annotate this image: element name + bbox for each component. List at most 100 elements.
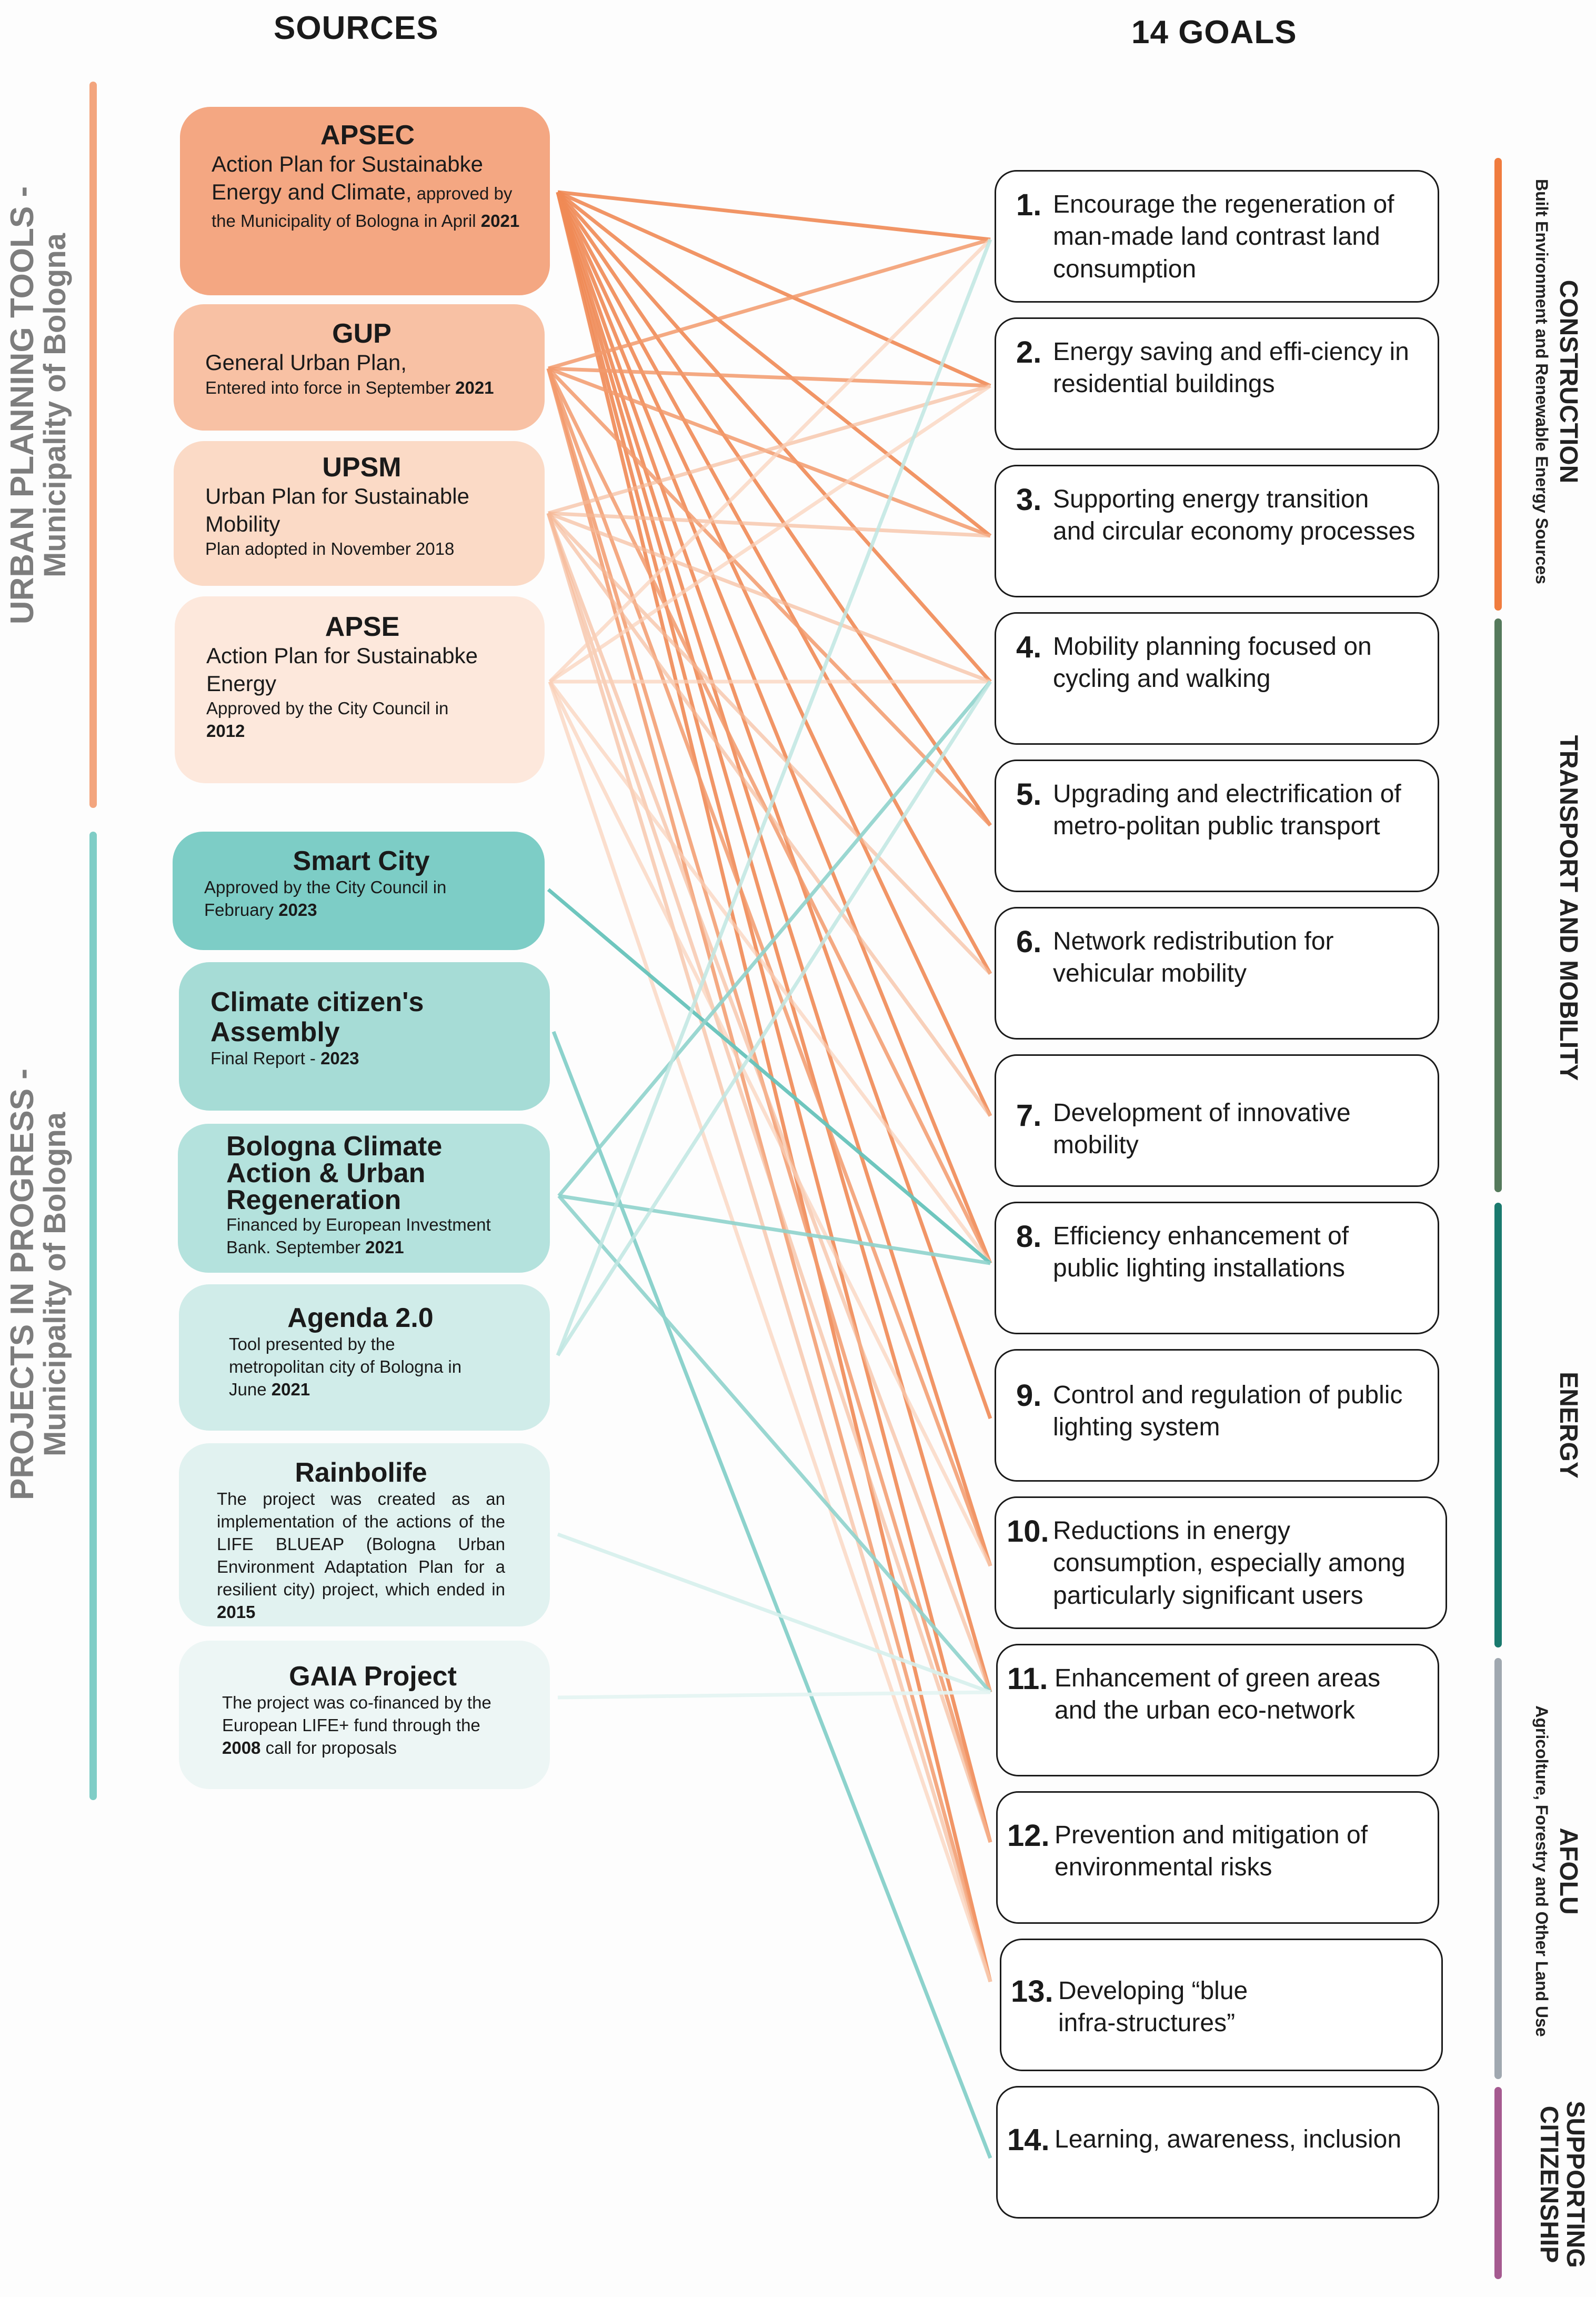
source-title: Bologna Climate Action & Urban Regenerat… bbox=[226, 1131, 443, 1215]
link-gaia-goal-11 bbox=[557, 1690, 991, 1700]
goal-14: 14. Learning, awareness, inclusion bbox=[996, 2086, 1439, 2219]
link-apsec-goal-10 bbox=[556, 191, 992, 1567]
construction-label: CONSTRUCTION Built Environment and Renew… bbox=[1531, 145, 1584, 618]
link-gup-goal-1 bbox=[548, 237, 991, 371]
goal-text: Mobility planning focused on cycling and… bbox=[1053, 633, 1372, 693]
link-apsec-goal-6 bbox=[556, 191, 992, 975]
link-rainbolife-goal-11 bbox=[557, 1532, 991, 1694]
goal-text: Control and regulation of public lightin… bbox=[1053, 1381, 1403, 1442]
source-small: Approved by the City Council in 2012 bbox=[206, 697, 518, 743]
goal-text: Developing “blue infra-structures” bbox=[1058, 1977, 1248, 2038]
goal-text: Efficiency enhancement of public lightin… bbox=[1053, 1222, 1349, 1283]
source-title: Smart City bbox=[293, 846, 430, 876]
energy-bar bbox=[1494, 1203, 1502, 1647]
source-apse: APSE Action Plan for Sustainabke Energy … bbox=[175, 596, 545, 783]
link-apse-goal-10 bbox=[548, 681, 992, 1567]
transport-title: TRANSPORT AND MOBILITY bbox=[1554, 735, 1582, 1081]
source-gup: GUP General Urban Plan, Entered into for… bbox=[174, 304, 545, 431]
source-year: 2012 bbox=[206, 721, 245, 741]
goal-8: 8. Efficiency enhancement of public ligh… bbox=[995, 1202, 1439, 1334]
goal-number: 5. bbox=[1016, 777, 1042, 812]
transport-label: TRANSPORT AND MOBILITY bbox=[1552, 621, 1584, 1195]
source-climate-assembly: Climate citizen's Assembly Final Report … bbox=[179, 962, 550, 1111]
goal-4: 4. Mobility planning focused on cycling … bbox=[995, 612, 1439, 745]
goal-5: 5. Upgrading and electrification of metr… bbox=[995, 760, 1439, 892]
source-upsm: UPSM Urban Plan for Sustainable Mobility… bbox=[174, 441, 545, 586]
energy-label: ENERGY bbox=[1552, 1203, 1584, 1647]
source-agenda: Agenda 2.0 Tool presented by the metropo… bbox=[179, 1284, 550, 1431]
goal-text: Energy saving and effi-ciency in residen… bbox=[1053, 338, 1409, 398]
source-title: Rainbolife bbox=[295, 1457, 427, 1488]
goal-number: 4. bbox=[1016, 630, 1042, 664]
source-small: Plan adopted in November 2018 bbox=[205, 539, 455, 559]
goal-number: 2. bbox=[1016, 335, 1042, 369]
source-desc: Action Plan for Sustainabke Energy and C… bbox=[212, 151, 524, 234]
link-apse-goal-8 bbox=[548, 680, 992, 1265]
energy-title: ENERGY bbox=[1554, 1372, 1582, 1479]
afolu-title: AFOLU bbox=[1554, 1827, 1582, 1915]
source-year: 2023 bbox=[320, 1048, 359, 1068]
source-title: Climate citizen's Assembly bbox=[210, 987, 424, 1048]
citizenship-label: SUPPORTING CITIZENSHIP bbox=[1535, 2092, 1589, 2276]
construction-subtitle: Built Environment and Renewable Energy S… bbox=[1532, 179, 1551, 584]
source-small: Entered into force in September 2021 bbox=[205, 377, 518, 400]
afolu-label: AFOLU Agricolture, Forestry and Other La… bbox=[1531, 1661, 1584, 2082]
source-title: GUP bbox=[332, 318, 392, 349]
source-year: 2023 bbox=[278, 900, 317, 920]
source-small-text: Approved by the City Council in February bbox=[204, 877, 447, 920]
link-apse-goal-13 bbox=[548, 681, 992, 1983]
goal-9: 9. Control and regulation of public ligh… bbox=[995, 1349, 1439, 1482]
source-smart-city: Smart City Approved by the City Council … bbox=[173, 832, 545, 950]
citizenship-bar bbox=[1494, 2087, 1502, 2279]
link-apsec-goal-2 bbox=[557, 190, 991, 388]
goal-text: Reductions in energy consumption, especi… bbox=[1053, 1517, 1406, 1610]
goal-text: Learning, awareness, inclusion bbox=[1055, 2125, 1402, 2153]
goal-number: 6. bbox=[1016, 925, 1042, 959]
source-year: 2021 bbox=[455, 377, 494, 397]
goal-3: 3. Supporting energy transition and circ… bbox=[995, 465, 1439, 597]
source-small-text: The project was co-financed by the Europ… bbox=[222, 1693, 491, 1735]
goal-text: Enhancement of green areas and the urban… bbox=[1055, 1664, 1381, 1725]
goal-text: Upgrading and electrification of metro-p… bbox=[1053, 780, 1401, 841]
goal-number: 9. bbox=[1016, 1379, 1042, 1413]
goal-text: Development of innovative mobility bbox=[1053, 1099, 1351, 1160]
goal-number: 3. bbox=[1016, 483, 1042, 517]
goal-11: 11. Enhancement of green areas and the u… bbox=[996, 1644, 1439, 1776]
goal-number: 11. bbox=[1007, 1662, 1048, 1696]
source-desc-text: Action Plan for Sustainabke Energy and C… bbox=[212, 152, 483, 204]
goal-7: 7. Development of innovative mobility bbox=[995, 1054, 1439, 1187]
link-climate-goal-14 bbox=[551, 1031, 992, 2159]
link-agenda-goal-4 bbox=[556, 681, 992, 1356]
goals-heading: 14 GOALS bbox=[1131, 14, 1297, 51]
goal-number: 7. bbox=[1016, 1098, 1042, 1133]
source-small: Tool presented by the metropolitan city … bbox=[229, 1333, 492, 1401]
link-apsec-goal-4 bbox=[556, 191, 992, 683]
link-gup-goal-2 bbox=[548, 366, 991, 388]
link-upsm-goal-12 bbox=[546, 512, 992, 1843]
source-bcaur: Bologna Climate Action & Urban Regenerat… bbox=[178, 1124, 550, 1273]
link-upsm-goal-3 bbox=[548, 511, 991, 538]
source-small: The project was co-financed by the Europ… bbox=[222, 1692, 524, 1760]
construction-bar bbox=[1494, 158, 1502, 611]
link-upsm-goal-4 bbox=[547, 511, 991, 684]
afolu-bar bbox=[1494, 1658, 1502, 2079]
construction-title: CONSTRUCTION bbox=[1554, 279, 1582, 484]
goal-number: 13. bbox=[1011, 1974, 1053, 2009]
goal-number: 10. bbox=[1007, 1514, 1049, 1549]
source-title: GAIA Project bbox=[289, 1661, 457, 1692]
source-small: Financed by European Investment Bank. Se… bbox=[226, 1214, 524, 1259]
source-title: Agenda 2.0 bbox=[287, 1303, 434, 1333]
source-year: 2021 bbox=[365, 1237, 404, 1257]
goal-12: 12. Prevention and mitigation of environ… bbox=[996, 1791, 1439, 1924]
source-small-text: Approved by the City Council in bbox=[206, 698, 449, 718]
afolu-subtitle: Agricolture, Forestry and Other Land Use bbox=[1532, 1705, 1551, 2037]
link-upsm-goal-6 bbox=[547, 512, 992, 975]
source-small-tail: call for proposals bbox=[260, 1737, 397, 1757]
link-upsm-goal-11 bbox=[546, 512, 992, 1693]
goal-number: 14. bbox=[1007, 2123, 1050, 2157]
urban-planning-bar bbox=[89, 82, 97, 808]
goal-1: 1. Encourage the regeneration of man-mad… bbox=[995, 170, 1439, 303]
link-apse-goal-2 bbox=[549, 384, 991, 683]
source-small-text: Entered into force in September bbox=[205, 377, 456, 397]
